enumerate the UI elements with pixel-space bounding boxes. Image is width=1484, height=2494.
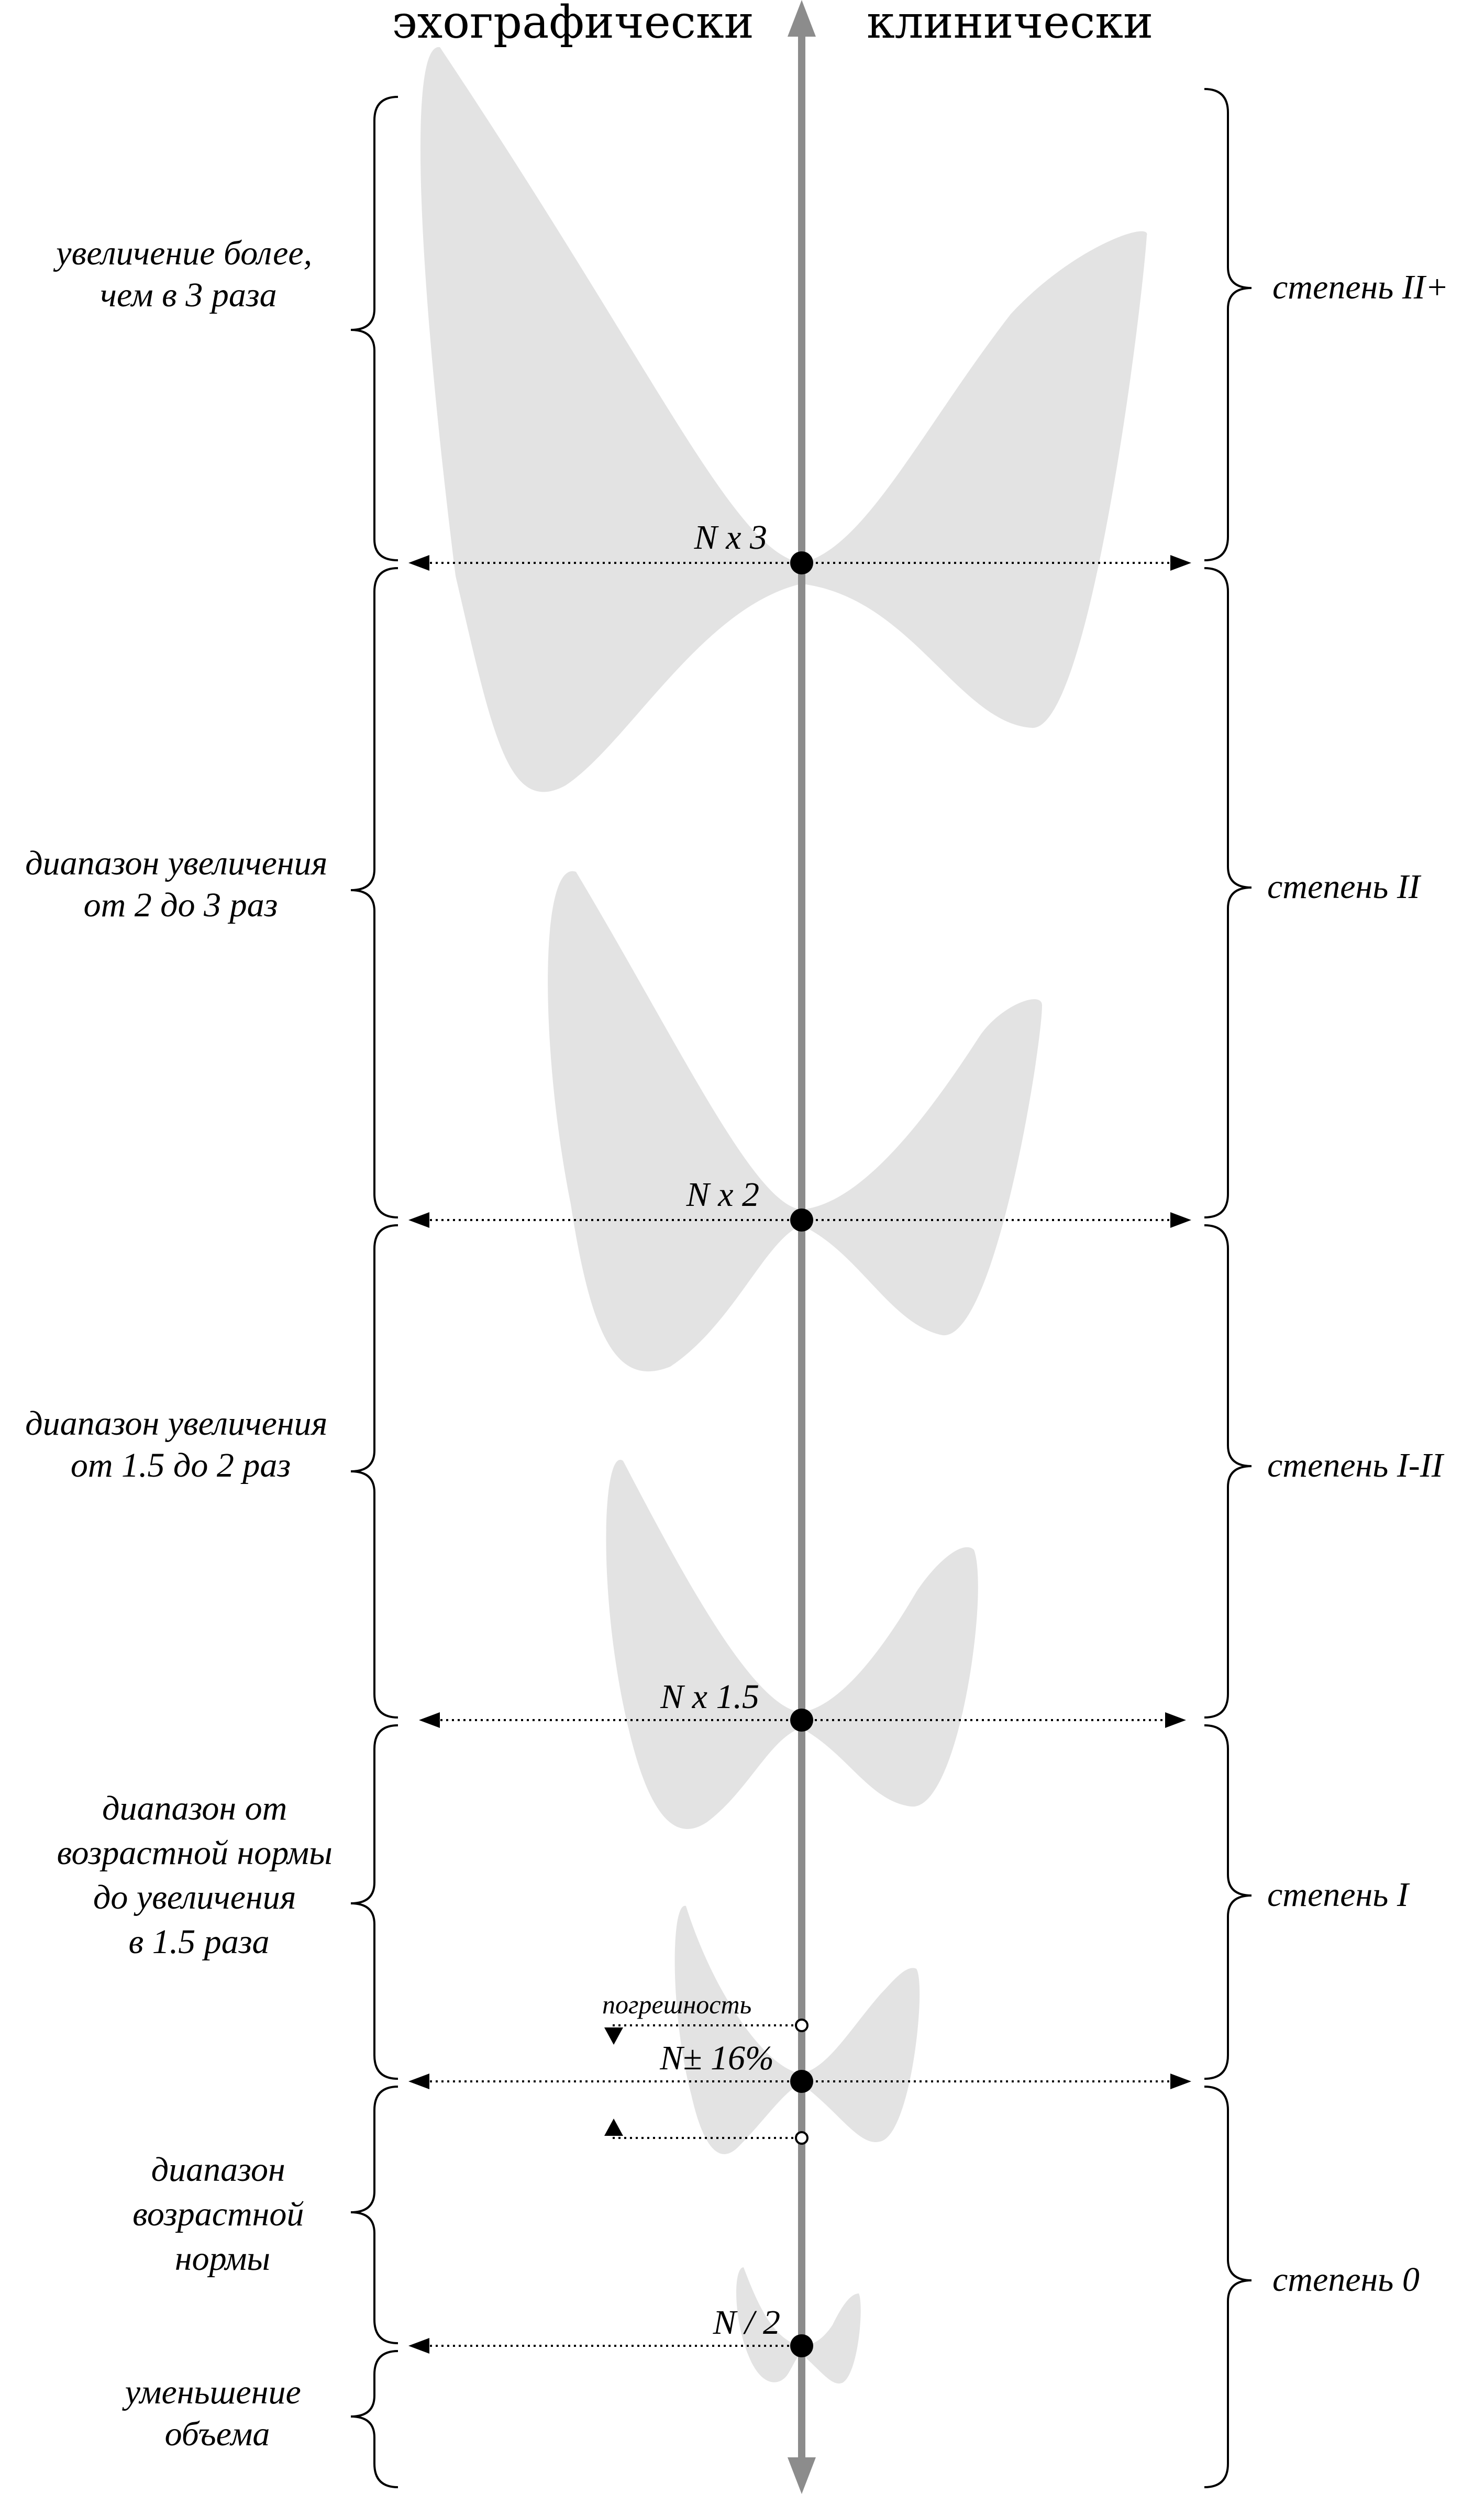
- thyroid-silhouettes: [420, 47, 1147, 2384]
- marker-label-n3: N x 3: [694, 518, 767, 557]
- error-arrow-down-icon: [604, 2027, 623, 2045]
- thyroid-shape-xsmall: [674, 1905, 920, 2154]
- arrow-left-icon: [408, 1212, 429, 1228]
- arrow-right-icon: [1170, 555, 1191, 571]
- threshold-n15: N x 1.5: [419, 1678, 1186, 1732]
- right-brace-1: [1204, 88, 1252, 561]
- right-braces: [1204, 88, 1252, 2488]
- threshold-n3: N x 3: [408, 518, 1191, 574]
- threshold-n2: N x 2: [408, 1176, 1191, 1232]
- left-range-3: диапазон увеличения от 1.5 до 2 раз: [25, 1404, 336, 1484]
- left-brace-6: [350, 2350, 398, 2488]
- marker-label-nhalf: N / 2: [713, 2303, 780, 2342]
- grade-label-4: степень I: [1267, 1876, 1410, 1914]
- grade-label-2: степень II: [1267, 868, 1422, 906]
- error-lower-dot: [795, 2131, 809, 2145]
- axis-arrow-up-icon: [788, 0, 816, 37]
- right-brace-3: [1204, 1224, 1252, 1719]
- right-grade-labels: степень II+ степень II степень I-II степ…: [1267, 268, 1448, 2299]
- left-brace-3: [350, 1224, 398, 1719]
- left-brace-1: [350, 96, 398, 561]
- arrow-left-icon: [408, 555, 429, 571]
- arrow-right-icon: [1170, 2074, 1191, 2089]
- arrow-right-icon: [1165, 1712, 1186, 1728]
- error-band: погрешность: [602, 1990, 809, 2145]
- left-braces: [350, 96, 398, 2488]
- left-range-labels: увеличение более, чем в 3 раза диапазон …: [25, 234, 341, 2453]
- marker-dot: [790, 551, 813, 574]
- column-headers: эхографически клинически: [392, 0, 1154, 49]
- marker-dot: [790, 1209, 813, 1232]
- threshold-n16: N± 16%: [408, 2039, 1191, 2093]
- thyroid-shape-tiny: [736, 2267, 861, 2384]
- threshold-nhalf: N / 2: [408, 2303, 813, 2357]
- left-brace-2: [350, 567, 398, 1218]
- marker-dot: [790, 1709, 813, 1732]
- left-range-4: диапазон от возрастной нормы до увеличен…: [57, 1789, 341, 1961]
- arrow-left-icon: [419, 1712, 440, 1728]
- header-clinical: клинически: [867, 0, 1153, 49]
- left-range-1: увеличение более, чем в 3 раза: [53, 234, 320, 314]
- right-brace-2: [1204, 567, 1252, 1218]
- right-brace-4: [1204, 1724, 1252, 2080]
- left-brace-4: [350, 1724, 398, 2080]
- left-brace-5: [350, 2086, 398, 2344]
- arrow-left-icon: [408, 2338, 429, 2354]
- arrow-left-icon: [408, 2074, 429, 2089]
- error-arrow-up-icon: [604, 2119, 623, 2136]
- arrow-right-icon: [1170, 1212, 1191, 1228]
- header-echographic: эхографически: [392, 0, 754, 49]
- thyroid-shape-medium: [548, 871, 1042, 1372]
- grade-label-1: степень II+: [1272, 268, 1448, 306]
- thyroid-shape-small: [606, 1459, 978, 1830]
- marker-label-n15: N x 1.5: [660, 1678, 759, 1716]
- axis-arrow-down-icon: [788, 2457, 816, 2494]
- right-brace-5: [1204, 2086, 1252, 2488]
- grade-label-3: степень I-II: [1267, 1446, 1445, 1484]
- marker-label-n2: N x 2: [686, 1176, 759, 1214]
- marker-dot: [790, 2334, 813, 2357]
- error-upper-dot: [795, 2019, 809, 2032]
- left-range-5: диапазон возрастной нормы: [132, 2151, 313, 2278]
- thyroid-shape-large: [420, 47, 1147, 792]
- central-axis: [788, 0, 816, 2494]
- left-range-2: диапазон увеличения от 2 до 3 раз: [25, 844, 336, 924]
- marker-label-n16: N± 16%: [659, 2039, 774, 2077]
- marker-dot: [790, 2070, 813, 2093]
- left-range-6: уменьшение объема: [122, 2373, 310, 2453]
- grade-label-5: степень 0: [1272, 2260, 1420, 2299]
- error-label: погрешность: [602, 1990, 751, 2019]
- threshold-lines: N x 3 N x 2 N x 1.5 N± 16%: [408, 518, 1191, 2357]
